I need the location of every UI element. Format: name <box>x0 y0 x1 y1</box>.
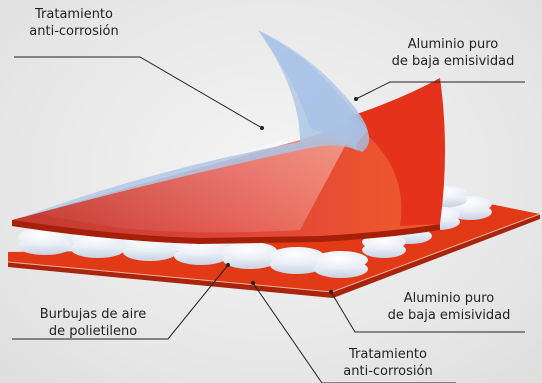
label-bottom-left-line2: de polietileno <box>48 324 138 339</box>
label-top-right-aluminium: Aluminio puro de baja emisividad <box>378 36 528 70</box>
anti-corrosion-film-fold <box>258 30 370 152</box>
label-bottom-center-coating: Tratamiento anti-corrosión <box>326 346 450 380</box>
top-foil-curl <box>345 78 445 226</box>
label-bottom-left-bubbles: Burbujas de aire de polietileno <box>18 306 168 340</box>
bottom-foil-edge <box>8 214 540 298</box>
label-bottom-right-line1: Aluminio puro <box>403 291 495 306</box>
leader-top-right <box>355 81 525 100</box>
label-bottom-center-line1: Tratamiento <box>349 347 427 362</box>
label-bottom-right-line2: de baja emisividad <box>387 308 511 323</box>
leader-lines <box>12 56 525 383</box>
label-bottom-left-line1: Burbujas de aire <box>39 307 147 322</box>
top-foil-edge <box>12 220 440 244</box>
label-bottom-right-aluminium: Aluminio puro de baja emisividad <box>372 290 526 324</box>
label-top-right-line2: de baja emisividad <box>391 54 515 69</box>
leader-top-left <box>14 56 263 129</box>
label-bottom-center-line2: anti-corrosión <box>343 364 433 379</box>
leader-bottom-center <box>252 282 456 383</box>
label-top-right-line1: Aluminio puro <box>407 37 499 52</box>
label-top-left-line1: Tratamiento <box>35 7 113 22</box>
leader-bottom-right <box>330 291 525 333</box>
label-top-left-coating: Tratamiento anti-corrosión <box>14 6 134 40</box>
leader-top-left-dot <box>260 126 264 130</box>
leader-bottom-right-dot <box>329 290 333 294</box>
leader-bottom-center-dot <box>251 281 255 285</box>
label-top-left-line2: anti-corrosión <box>29 24 119 39</box>
leader-bottom-left-dot <box>226 263 230 267</box>
leader-top-right-dot <box>354 97 358 101</box>
leader-bottom-left <box>12 264 229 340</box>
